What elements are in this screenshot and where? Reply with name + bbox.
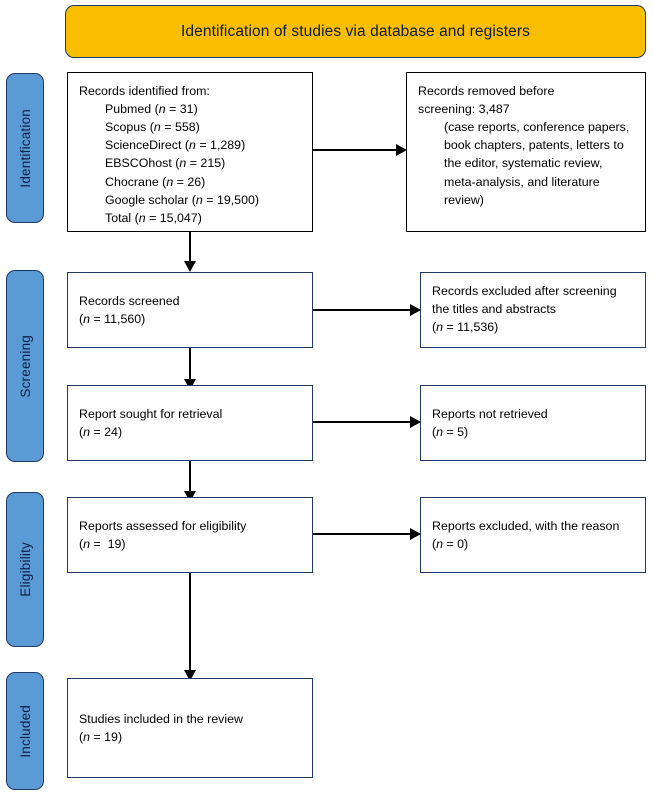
stage-tab-screening: Screening [6, 270, 44, 462]
italic-n: n [179, 156, 187, 171]
box-records-excluded-text: Records excluded after screening the tit… [421, 273, 645, 336]
source-row-ebscohost: EBSCOhost (n = 215) [105, 156, 226, 171]
stage-tab-included: Included [6, 672, 44, 790]
studies-included-count: (n = 19) [79, 730, 123, 744]
italic-n: n [189, 138, 196, 153]
arrowhead-identified-to-screened [184, 261, 196, 272]
header-banner-title: Identification of studies via database a… [181, 22, 530, 40]
reports-assessed-count: (n = 19) [79, 537, 126, 551]
source-name-ebscohost: EBSCOhost [105, 156, 172, 171]
reports-not-retrieved-count: (n = 5) [432, 425, 469, 439]
box-report-sought: Report sought for retrieval (n = 24) [67, 385, 313, 461]
stage-tab-eligibility: Eligibility [6, 492, 44, 647]
records-removed-line2: screening: 3,487 [418, 102, 510, 117]
report-sought-label: Report sought for retrieval [79, 406, 223, 421]
source-name-pubmed: Pubmed [105, 102, 152, 117]
stage-tab-eligibility-label: Eligibility [17, 542, 33, 597]
source-count-pubmed: 31 [179, 102, 194, 117]
connector-screened-to-excluded [313, 309, 413, 311]
box-reports-excluded-reason: Reports excluded, with the reason (n = 0… [420, 497, 646, 573]
connector-screened-to-sought [189, 348, 191, 381]
connector-identified-to-screened [189, 232, 191, 263]
source-row-chocrane: Chocrane (n = 26) [105, 174, 206, 189]
source-count-scopus: 558 [174, 120, 196, 135]
source-name-scopus: Scopus [105, 120, 147, 135]
arrowhead-identified-to-removed [396, 144, 407, 156]
records-removed-detail: (case reports, conference papers, book c… [444, 120, 630, 207]
source-name-chocrane: Chocrane [105, 174, 159, 189]
reports-excluded-reason-count: (n = 0) [432, 537, 469, 551]
box-records-identified: Records identified from: Pubmed (n = 31)… [67, 72, 313, 232]
connector-assessed-to-excluded-reason [313, 533, 413, 535]
italic-n: n [195, 192, 203, 207]
italic-n: n [153, 120, 161, 135]
box-records-removed-text: Records removed before screening: 3,487 … [407, 73, 645, 209]
records-excluded-label: Records excluded after screening the tit… [432, 284, 617, 317]
reports-excluded-reason-label: Reports excluded, with the reason [432, 518, 620, 533]
source-row-sciencedirect: ScienceDirect (n = 1,289) [105, 138, 246, 153]
stage-tab-screening-label: Screening [17, 334, 33, 398]
italic-n: n [158, 102, 166, 117]
box-records-screened: Records screened (n = 11,560) [67, 272, 313, 348]
source-name-sciencedirect: ScienceDirect [105, 138, 182, 153]
box-reports-excluded-reason-text: Reports excluded, with the reason (n = 0… [421, 517, 645, 553]
arrowhead-assessed-to-excluded-reason [410, 528, 421, 540]
italic-n: n [166, 174, 174, 189]
box-studies-included-text: Studies included in the review (n = 19) [68, 710, 312, 746]
arrowhead-assessed-to-included [184, 670, 196, 681]
source-row-scopus: Scopus (n = 558) [105, 120, 200, 135]
box-reports-not-retrieved-text: Reports not retrieved (n = 5) [421, 405, 645, 441]
records-identified-heading: Records identified from: [79, 84, 210, 98]
reports-assessed-label: Reports assessed for eligibility [79, 518, 247, 533]
box-reports-assessed: Reports assessed for eligibility (n = 19… [67, 497, 313, 573]
source-row-google-scholar: Google scholar (n = 19,500) [105, 192, 259, 207]
source-count-total: 15,047 [159, 210, 198, 225]
connector-sought-to-not-retrieved [313, 421, 413, 423]
source-name-google-scholar: Google scholar [105, 192, 189, 207]
records-excluded-count: (n = 11,536) [432, 320, 499, 335]
arrowhead-screened-to-excluded [410, 304, 421, 316]
header-banner: Identification of studies via database a… [65, 5, 646, 58]
source-count-sciencedirect: 1,289 [210, 138, 242, 153]
studies-included-label: Studies included in the review [79, 711, 243, 726]
box-records-removed: Records removed before screening: 3,487 … [406, 72, 646, 232]
box-records-excluded: Records excluded after screening the tit… [420, 272, 646, 348]
source-count-google-scholar: 19,500 [216, 192, 255, 207]
connector-assessed-to-included [189, 573, 191, 672]
italic-n: n [138, 210, 146, 225]
report-sought-count: (n = 24) [79, 425, 123, 439]
box-records-screened-text: Records screened (n = 11,560) [68, 292, 312, 328]
records-removed-line1: Records removed before [418, 84, 555, 98]
box-reports-not-retrieved: Reports not retrieved (n = 5) [420, 385, 646, 461]
box-reports-assessed-text: Reports assessed for eligibility (n = 19… [68, 517, 312, 553]
stage-tab-identification-label: Identification [17, 108, 33, 188]
records-screened-label: Records screened [79, 293, 180, 308]
source-row-total: Total (n = 15,047) [105, 210, 202, 225]
source-count-chocrane: 26 [187, 174, 202, 189]
connector-sought-to-assessed [189, 461, 191, 493]
stage-tab-identification: Identification [6, 73, 44, 223]
source-name-total: Total [105, 210, 132, 225]
source-count-ebscohost: 215 [200, 156, 222, 171]
box-report-sought-text: Report sought for retrieval (n = 24) [68, 405, 312, 441]
stage-tab-included-label: Included [17, 704, 33, 758]
connector-identified-to-removed [313, 149, 399, 151]
source-row-pubmed: Pubmed (n = 31) [105, 102, 198, 117]
records-screened-count: (n = 11,560) [79, 312, 146, 326]
arrowhead-sought-to-not-retrieved [410, 416, 421, 428]
arrowhead-screened-to-sought [184, 379, 196, 390]
arrowhead-sought-to-assessed [184, 491, 196, 502]
reports-not-retrieved-label: Reports not retrieved [432, 406, 548, 421]
box-records-identified-text: Records identified from: Pubmed (n = 31)… [68, 73, 312, 227]
box-studies-included: Studies included in the review (n = 19) [67, 678, 313, 778]
